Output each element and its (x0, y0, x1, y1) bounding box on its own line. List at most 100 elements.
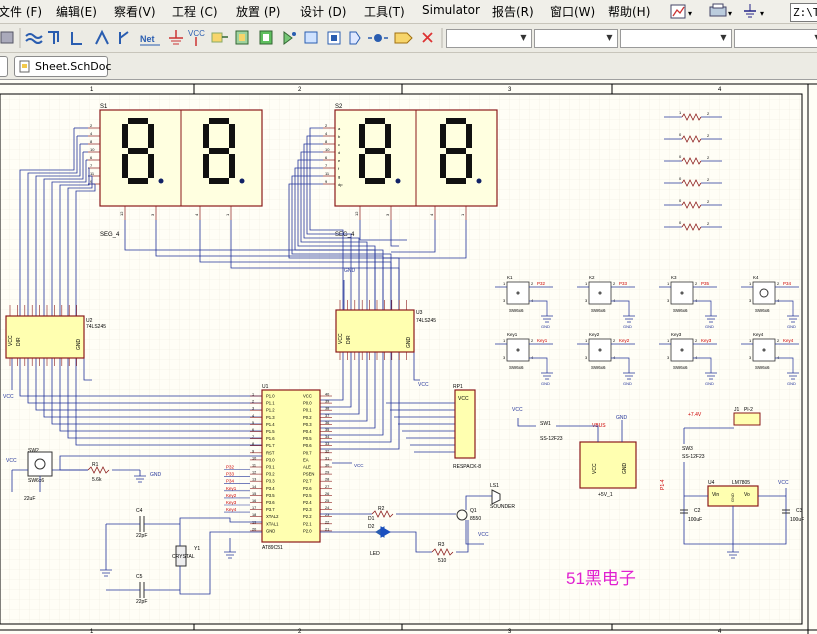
wire-icon[interactable] (25, 33, 43, 44)
wire (43, 358, 262, 418)
border-number-top-4: 4 (718, 87, 722, 93)
path-field[interactable]: Z:\T (790, 3, 817, 22)
filter-combo-1[interactable]: ▼ (446, 29, 532, 48)
resistor-pin-right: 2 (707, 221, 710, 226)
wiring-toolbar-icons: Net VCC (0, 28, 443, 48)
reset-cap: 22uF (24, 496, 35, 502)
y1-name: CRYSTAL (172, 554, 195, 560)
switch-type: SW6x6 (755, 308, 770, 313)
menu-place[interactable]: 放置 (P) (236, 5, 281, 19)
menu-window[interactable]: 窗口(W) (550, 5, 596, 19)
menu-project[interactable]: 工程 (C) (172, 5, 218, 19)
part-icon[interactable] (211, 32, 228, 43)
bus-icon[interactable] (48, 31, 59, 44)
pin-number: 30 (325, 464, 329, 468)
no-erc-icon[interactable] (422, 32, 433, 43)
pin-number: 17 (252, 506, 256, 510)
sw1-vcc: VCC (512, 407, 523, 413)
resistor-pin-right: 2 (707, 199, 710, 204)
wire (155, 220, 384, 310)
mcu-u1[interactable]: U1 AT89C51 (261, 384, 321, 551)
pin-name: P0.5 (303, 436, 312, 441)
vcc-port-icon[interactable]: VCC (188, 29, 205, 46)
switch-pin: 1 (667, 338, 670, 343)
switch-net: P34 (783, 281, 792, 286)
rp1-ref: RP1 (453, 384, 463, 390)
menu-design[interactable]: 设计 (D) (300, 5, 347, 19)
pin-name: RST (266, 450, 275, 455)
eraser-icon[interactable] (0, 31, 14, 44)
crystal-circuit[interactable]: C4 22pF C5 22pF Y1 CRYSTAL (100, 508, 262, 605)
menu-edit[interactable]: 编辑(E) (56, 5, 97, 19)
battery-power[interactable]: +7.4V J1 Pl-2 SW3 SS-12F23 P1-4 U4 LM780… (660, 407, 804, 559)
pin-number: 5 (252, 421, 254, 425)
sheet-symbol-icon[interactable] (235, 30, 249, 45)
pin-number: 9 (252, 449, 254, 453)
branch-icon[interactable] (119, 31, 129, 44)
signal-harness-icon[interactable] (95, 29, 109, 45)
reset-vcc: VCC (6, 458, 17, 464)
device-sheet-icon[interactable] (283, 31, 296, 45)
printer-icon[interactable]: ▾ (709, 3, 732, 18)
pin-name: P3.2 (266, 472, 275, 477)
pin-name: P3.1 (266, 465, 275, 470)
tab-sheet[interactable]: Sheet.SchDoc (14, 56, 112, 77)
switch-pin: 2 (531, 281, 534, 286)
u2-vcc-port: VCC (3, 394, 14, 400)
pin-name: P1.3 (266, 415, 275, 420)
harness-connector-icon[interactable] (349, 31, 361, 45)
pin-number: 4 (325, 131, 328, 136)
graph-icon[interactable]: ▾ (670, 4, 692, 19)
net-label-icon[interactable]: Net (140, 34, 160, 46)
pin-name: P3.7 (266, 507, 275, 512)
switch-type: SW6x6 (673, 365, 688, 370)
pin-number: 28 (325, 478, 329, 482)
ls1-name: SOUNDER (490, 504, 515, 510)
r2-ref: R2 (378, 506, 385, 512)
menu-reports[interactable]: 报告(R) (492, 5, 534, 19)
ground-icon[interactable]: ▾ (744, 4, 764, 18)
menu-tools[interactable]: 工具(T) (364, 5, 405, 19)
c-code-entry-icon[interactable] (327, 31, 341, 45)
c-code-icon[interactable] (304, 31, 318, 44)
menu-help[interactable]: 帮助(H) (608, 5, 651, 19)
directive-icon[interactable] (368, 34, 388, 42)
port-icon[interactable] (394, 32, 413, 44)
chip-u3[interactable]: U3 74LS245 VCC DIR GND GND VCC (335, 268, 436, 388)
buzzer-circuit[interactable]: LS1 SOUNDER Q1 8550 R2 R3 510 D1 D2 LED … (320, 483, 515, 564)
resistor-pack-rp1[interactable]: RP1 VCC RESPACK-8 (453, 384, 481, 470)
gnd-port-icon[interactable] (169, 30, 183, 45)
pin-name: P1.2 (266, 408, 275, 413)
filter-combo-2[interactable]: ▼ (534, 29, 618, 48)
menu-file[interactable]: 文件 (F) (0, 5, 43, 19)
sheet-entry-icon[interactable] (259, 30, 273, 45)
menu-view[interactable]: 察看(V) (114, 5, 156, 19)
u1-ref: U1 (262, 384, 269, 390)
chip-u2[interactable]: U2 74LS245 VCC DIR GND VCC (3, 315, 106, 400)
border-number-bottom-2: 2 (298, 629, 302, 634)
filter-combo-4[interactable]: ▼ (734, 29, 817, 48)
filter-combo-3[interactable]: ▼ (620, 29, 732, 48)
usb-power[interactable]: SW1 SS-12F23 VCC VBUS GND VCC GND +5V_1 (512, 407, 637, 498)
bus-entry-icon[interactable] (71, 32, 82, 45)
menu-simulator[interactable]: Simulator (422, 3, 480, 17)
net-label: Key4 (226, 507, 237, 512)
tab-previous[interactable] (0, 56, 8, 77)
reset-circuit[interactable]: SW2 SW6x6 22uF VCC R1 5.6k GND (6, 448, 262, 502)
s1-name: SEG_4 (100, 232, 120, 238)
